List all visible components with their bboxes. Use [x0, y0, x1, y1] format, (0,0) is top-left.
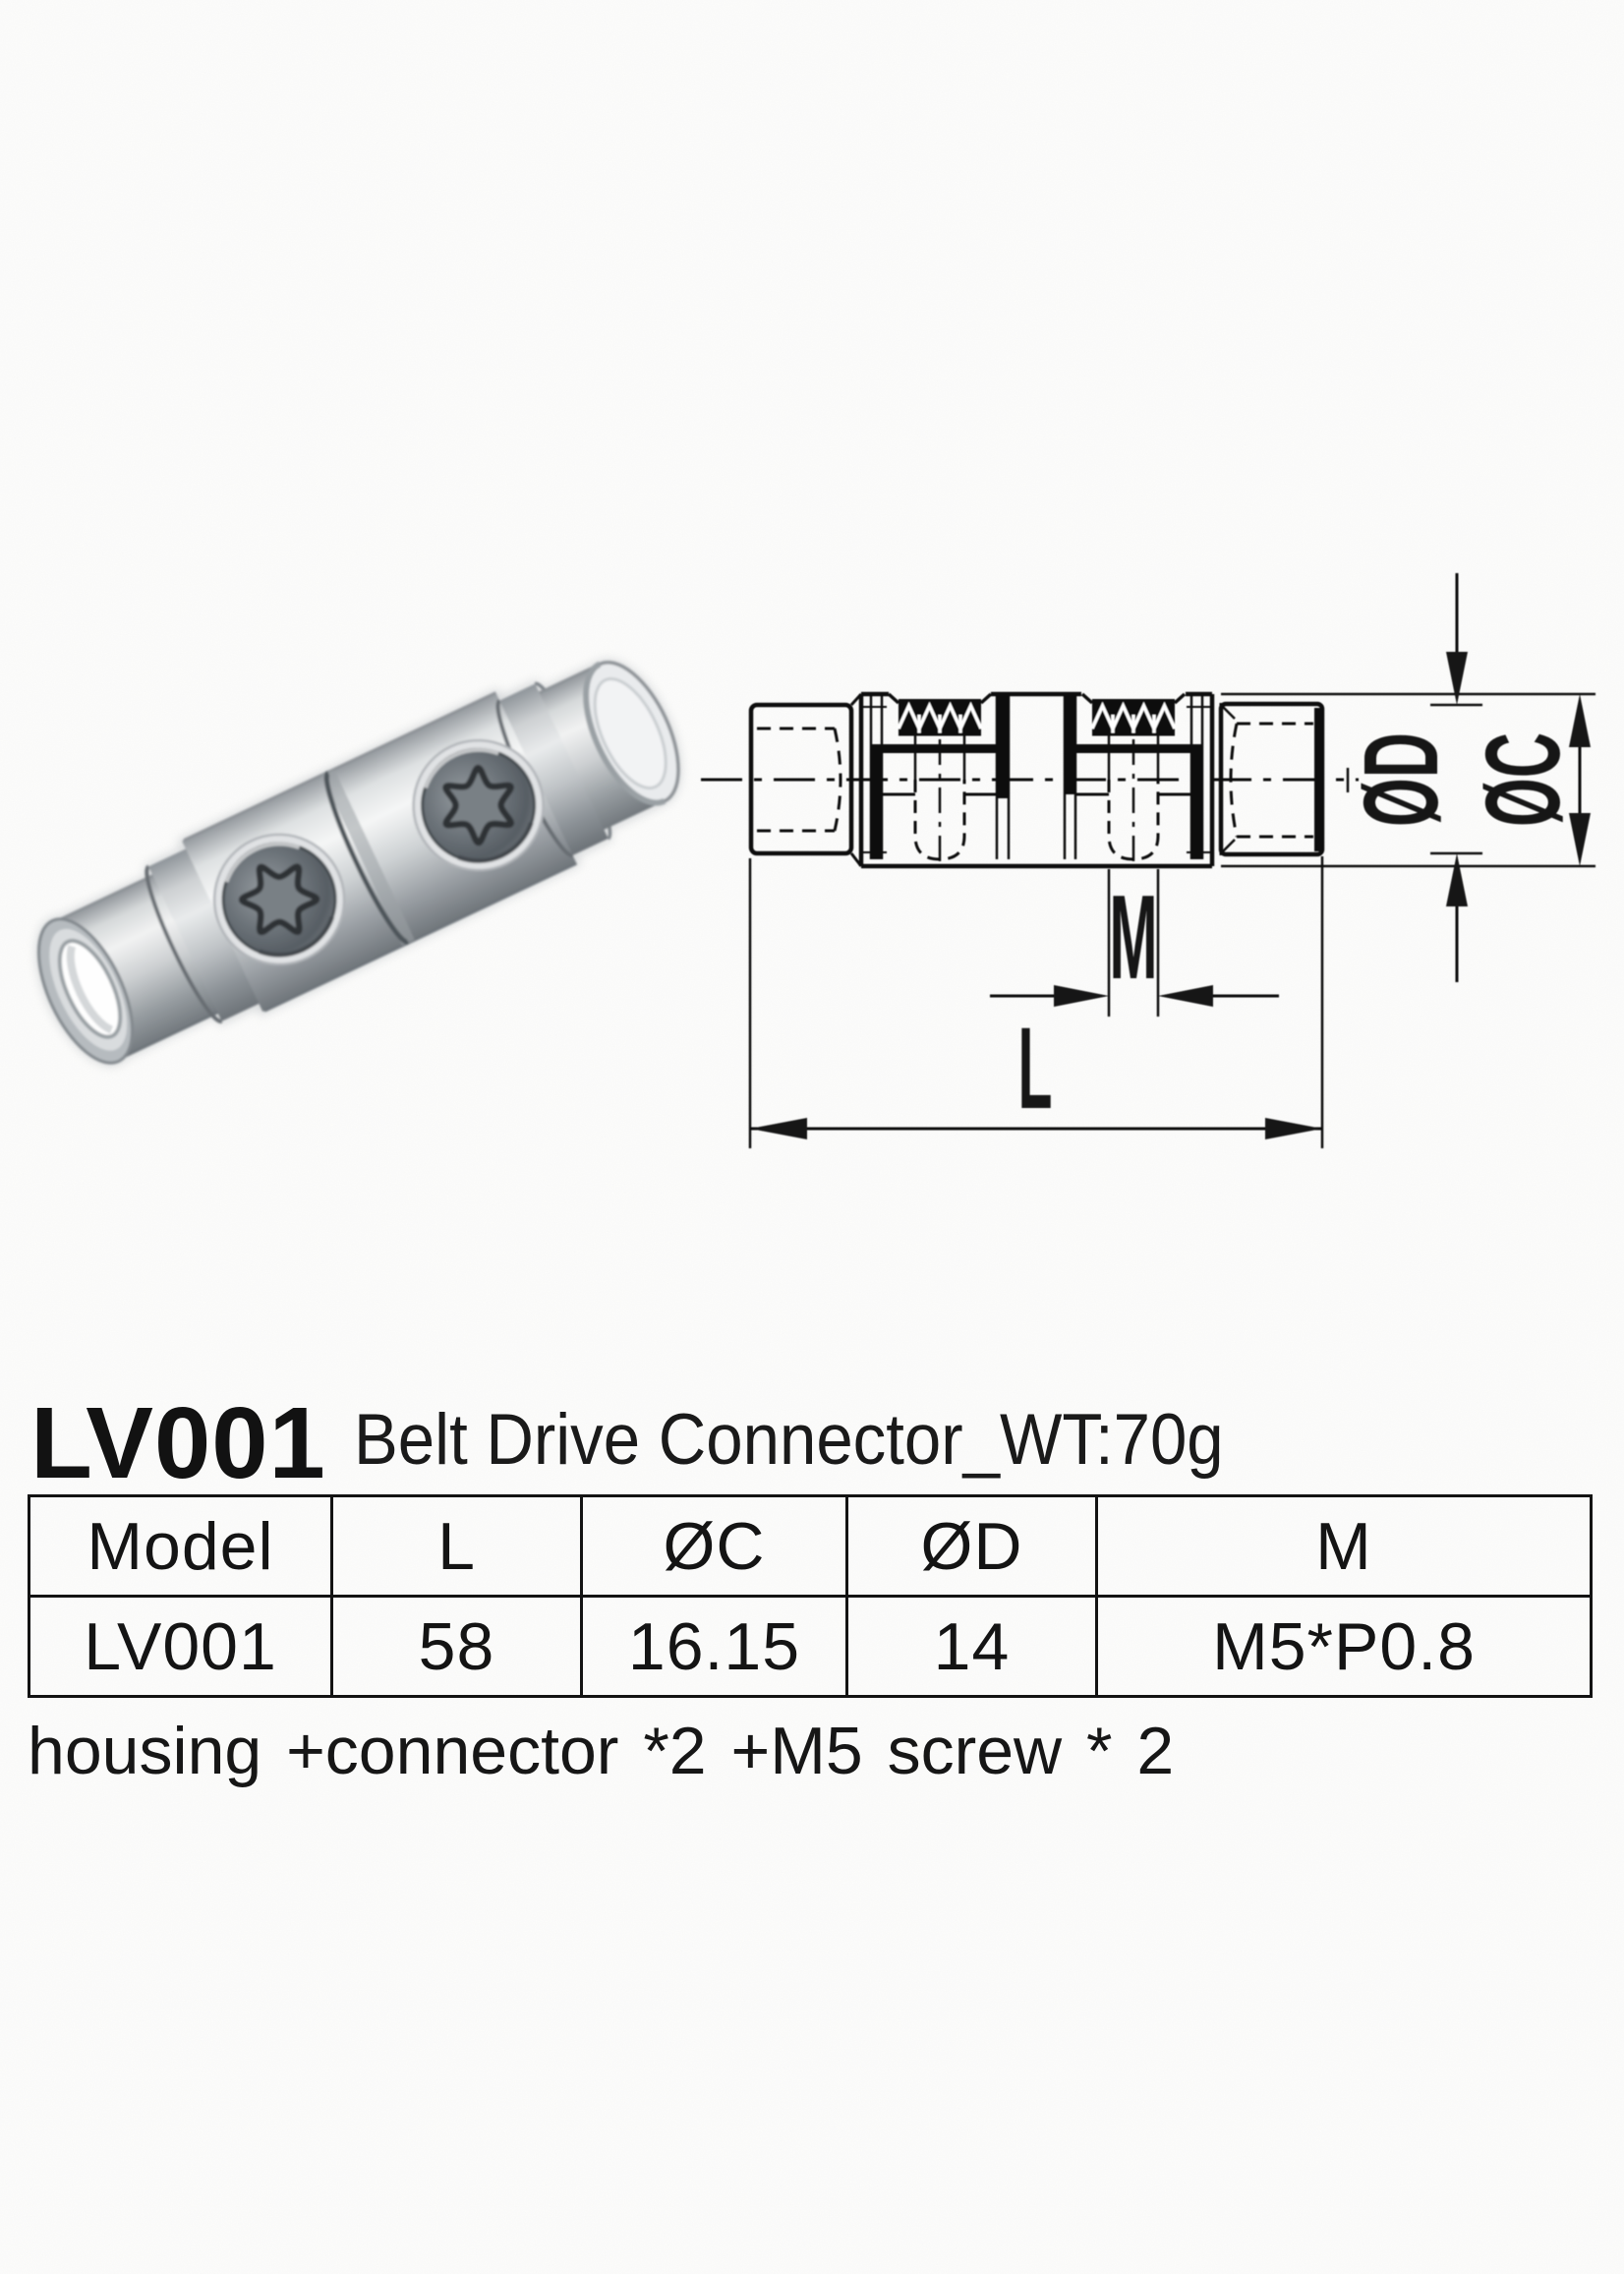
label-diameter-c: ØC: [1463, 732, 1582, 827]
label-thread-m: M: [1110, 870, 1158, 1004]
cell-c: 16.15: [580, 1595, 848, 1698]
spec-table: Model L ØC ØD M LV001 58 16.15 14 M5*P0.…: [28, 1494, 1593, 1698]
dimension-drawing: ØD ØC M L: [701, 573, 1595, 1148]
torx-screw-1: [212, 833, 346, 966]
screw-pocket-section-2: [1063, 692, 1204, 869]
screw-pocket-section-1: [869, 692, 1011, 869]
spec-table-data-row: LV001 58 16.15 14 M5*P0.8: [28, 1595, 1593, 1698]
col-header-l: L: [330, 1494, 583, 1598]
label-length-l: L: [1018, 1004, 1053, 1134]
connector-3d-illustration: [35, 659, 681, 1068]
col-header-m: M: [1095, 1494, 1593, 1598]
col-header-c: ØC: [580, 1494, 848, 1598]
product-model: LV001: [30, 1386, 326, 1499]
col-header-d: ØD: [845, 1494, 1098, 1598]
cell-d: 14: [845, 1595, 1098, 1698]
spec-table-header-row: Model L ØC ØD M: [28, 1494, 1593, 1598]
dim-line-thread-m: [990, 869, 1279, 1017]
contents-note: housing +connector *2 +M5 screw * 2: [28, 1714, 1175, 1788]
dim-line-diameter-c: [1569, 694, 1591, 866]
cell-m: M5*P0.8: [1095, 1595, 1593, 1698]
torx-screw-2: [412, 738, 545, 872]
dim-line-length-l: [748, 856, 1324, 1148]
cell-l: 58: [330, 1595, 583, 1698]
product-title: Belt Drive Connector_WT:70g: [354, 1400, 1224, 1480]
cell-model: LV001: [28, 1595, 333, 1698]
col-header-model: Model: [28, 1494, 333, 1598]
dim-line-diameter-d: [1446, 573, 1468, 982]
label-diameter-d: ØD: [1341, 732, 1460, 827]
